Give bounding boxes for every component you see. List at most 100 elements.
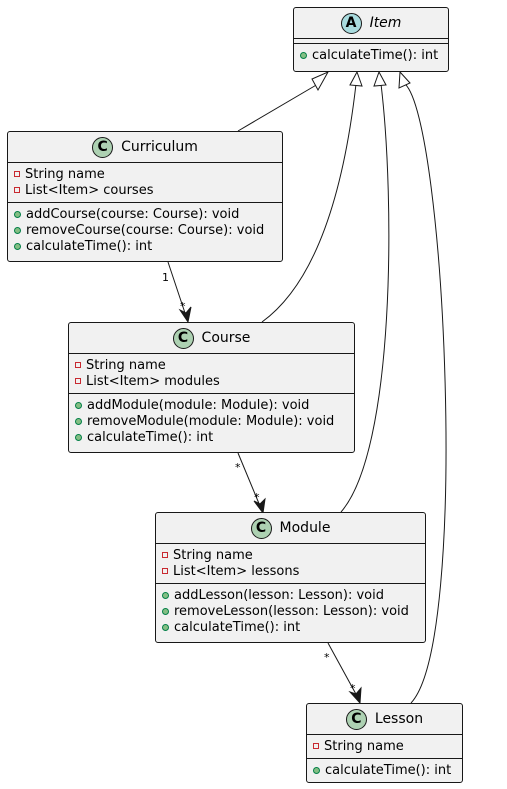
method-text: calculateTime(): int [325,762,452,778]
method-row: calculateTime(): int [162,619,419,635]
method-row: addCourse(course: Course): void [14,206,276,222]
association-arrowhead-course [178,306,192,324]
field-text: List<Item> lessons [173,563,300,579]
class-module-header: C Module [156,513,425,544]
inheritance-arrowhead-lesson [398,70,411,89]
public-method-icon [75,401,82,409]
public-method-icon [14,242,21,250]
public-method-icon [162,623,169,631]
class-icon: C [92,136,114,158]
method-row: addModule(module: Module): void [75,397,348,413]
method-row: removeModule(module: Module): void [75,413,348,429]
method-row: removeCourse(course: Course): void [14,222,276,238]
inheritance-lesson-item [404,83,447,704]
public-method-icon [300,51,307,59]
method-text: calculateTime(): int [174,619,301,635]
public-method-icon [75,433,82,441]
field-row: List<Item> modules [75,373,348,389]
field-text: String name [25,166,105,182]
field-text: String name [324,738,404,754]
class-curriculum[interactable]: C Curriculum String name List<Item> cour… [7,131,283,262]
method-row: calculateTime(): int [14,238,276,254]
class-item[interactable]: A Item calculateTime(): int [293,7,449,72]
class-module-name: Module [279,520,331,536]
abstract-class-icon: A [340,12,362,34]
class-lesson[interactable]: C Lesson String name calculateTime(): in… [306,703,463,783]
field-row: String name [162,547,419,563]
class-lesson-name: Lesson [374,711,424,727]
method-text: removeCourse(course: Course): void [26,222,265,238]
multiplicity-curriculum-source: 1 [162,271,169,284]
method-row: calculateTime(): int [75,429,348,445]
public-method-icon [14,226,21,234]
field-row: String name [75,357,348,373]
class-lesson-fields: String name [307,735,462,758]
class-lesson-header: C Lesson [307,704,462,735]
method-row: calculateTime(): int [313,762,456,778]
method-row: removeLesson(lesson: Lesson): void [162,603,419,619]
association-arrowhead-module [253,497,266,515]
method-text: addModule(module: Module): void [87,397,310,413]
association-course-module [237,452,261,507]
private-field-icon [313,743,319,749]
class-course-name: Course [201,330,251,346]
class-curriculum-fields: String name List<Item> courses [8,163,282,202]
private-field-icon [162,568,168,574]
public-method-icon [162,591,169,599]
private-field-icon [14,171,20,177]
method-text: calculateTime(): int [87,429,214,445]
association-module-lesson [327,642,358,697]
field-text: List<Item> modules [86,373,220,389]
class-course-fields: String name List<Item> modules [69,354,354,393]
private-field-icon [162,552,168,558]
field-row: List<Item> courses [14,182,276,198]
class-course-methods: addModule(module: Module): void removeMo… [69,393,354,449]
class-icon: C [250,517,272,539]
method-text: removeLesson(lesson: Lesson): void [174,603,409,619]
class-item-methods: calculateTime(): int [294,43,448,67]
class-lesson-methods: calculateTime(): int [307,758,462,782]
association-arrowhead-lesson [348,686,362,705]
method-text: calculateTime(): int [312,47,439,63]
class-course[interactable]: C Course String name List<Item> modules … [68,322,355,453]
multiplicity-module-source: * [324,651,330,664]
multiplicity-course-source: * [235,461,241,474]
class-module[interactable]: C Module String name List<Item> lessons … [155,512,426,643]
field-row: String name [14,166,276,182]
multiplicity-module-target: * [254,491,260,504]
association-curriculum-course [167,261,187,317]
public-method-icon [75,417,82,425]
class-curriculum-name: Curriculum [121,139,198,155]
class-course-header: C Course [69,323,354,354]
inheritance-arrowhead-course [349,70,363,87]
class-item-name: Item [369,15,402,31]
multiplicity-course-target: * [180,300,186,313]
inheritance-arrowhead-curriculum [311,70,330,92]
multiplicity-lesson-target: * [350,682,356,695]
private-field-icon [75,362,81,368]
public-method-icon [14,210,21,218]
method-row: calculateTime(): int [300,47,442,63]
method-row: addLesson(lesson: Lesson): void [162,587,419,603]
method-text: addCourse(course: Course): void [26,206,240,222]
class-module-fields: String name List<Item> lessons [156,544,425,583]
inheritance-module-item [340,83,390,513]
field-row: List<Item> lessons [162,563,419,579]
method-text: addLesson(lesson: Lesson): void [174,587,384,603]
field-row: String name [313,738,456,754]
field-text: String name [86,357,166,373]
private-field-icon [14,187,20,193]
field-text: String name [173,547,253,563]
field-text: List<Item> courses [25,182,154,198]
public-method-icon [313,766,320,774]
class-curriculum-header: C Curriculum [8,132,282,163]
method-text: calculateTime(): int [26,238,153,254]
class-icon: C [345,708,367,730]
private-field-icon [75,378,81,384]
inheritance-arrowhead-module [373,70,387,87]
inheritance-course-item [261,83,357,323]
public-method-icon [162,607,169,615]
inheritance-curriculum-item [237,83,319,132]
class-icon: C [172,327,194,349]
